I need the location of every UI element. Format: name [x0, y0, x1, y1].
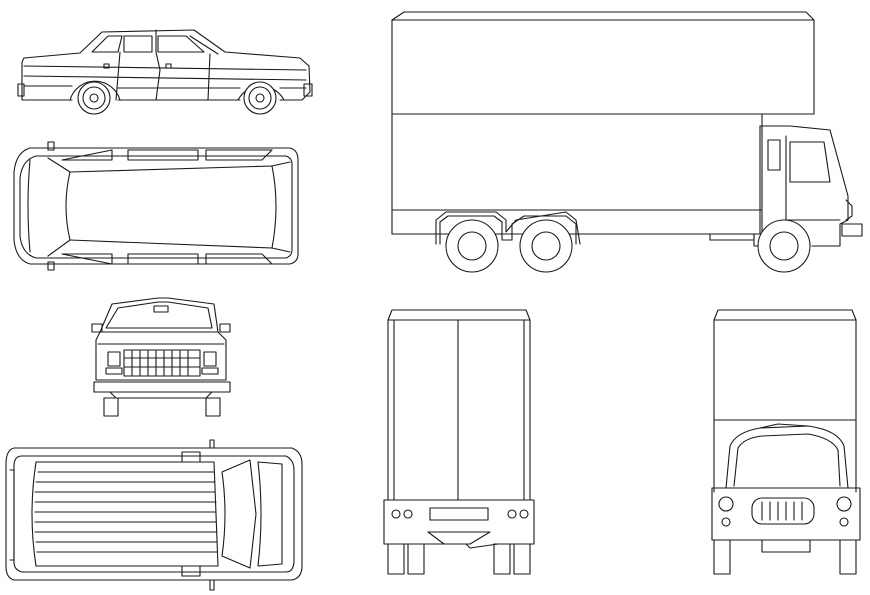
truck-side-view [391, 11, 863, 273]
truck-rear-view [383, 309, 535, 575]
car-front-view [91, 297, 231, 417]
car-top-view [13, 141, 299, 271]
truck-front-view [711, 309, 861, 575]
car-roof-view [5, 439, 303, 591]
car-side-view [17, 29, 313, 115]
